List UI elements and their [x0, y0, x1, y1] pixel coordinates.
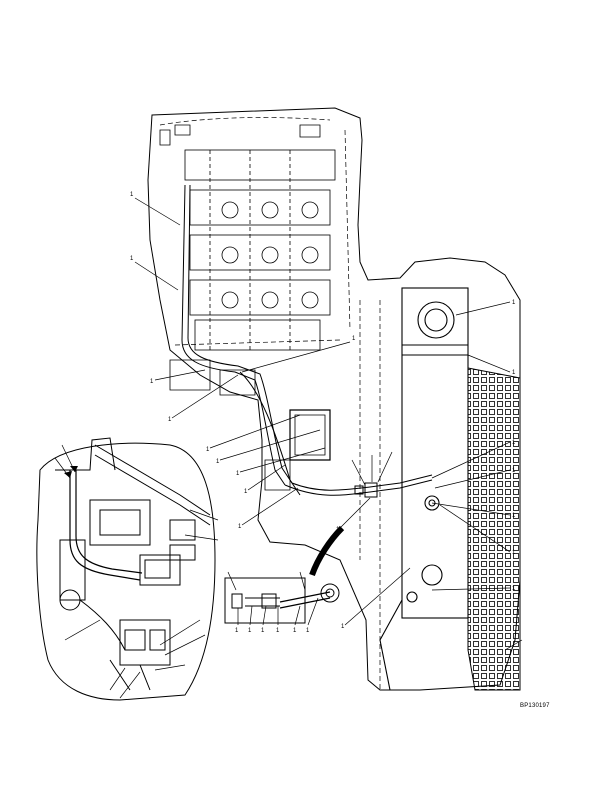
callout-number: 1: [130, 256, 134, 262]
callout-number: 1: [244, 489, 248, 495]
callout-number: 1: [238, 524, 242, 530]
callout-number: 1: [293, 628, 297, 634]
engine-block-outline: [147, 107, 521, 691]
cylinder-head-details: [159, 124, 336, 491]
callout-number: 1: [352, 336, 356, 342]
callout-number: 1: [150, 379, 154, 385]
callout-number: 1: [512, 440, 516, 446]
callout-number: 1: [276, 628, 280, 634]
callout-number: 1: [512, 468, 516, 474]
callout-number: 1: [168, 417, 172, 423]
callout-number: 1: [512, 550, 516, 556]
callout-number: 1: [336, 527, 340, 533]
callout-number: 1: [248, 628, 252, 634]
callout-number: 1: [341, 624, 345, 630]
callout-number: 1: [216, 459, 220, 465]
callout-number: 1: [130, 192, 134, 198]
hydraulic-lines-main: [181, 184, 433, 498]
detail-inset-valve-assembly: [36, 437, 216, 701]
grille-panel: [467, 367, 521, 691]
callout-number: 1: [236, 471, 240, 477]
detail-inset-fitting: [224, 577, 340, 624]
callout-number: 1: [512, 586, 516, 592]
figure-id-label: BP130197: [520, 703, 550, 709]
callout-number: 1: [512, 513, 516, 519]
leader-lines: [54, 197, 523, 699]
callout-number: 1: [512, 300, 516, 306]
engine-dashed-hints: [159, 117, 381, 690]
callout-number: 1: [512, 370, 516, 376]
hose-arrow: [309, 525, 345, 577]
callout-number: 1: [261, 628, 265, 634]
callout-number: 1: [206, 447, 210, 453]
callout-number: 1: [235, 628, 239, 634]
inset-arrowheads: [64, 466, 78, 478]
callout-number: 1: [306, 628, 310, 634]
